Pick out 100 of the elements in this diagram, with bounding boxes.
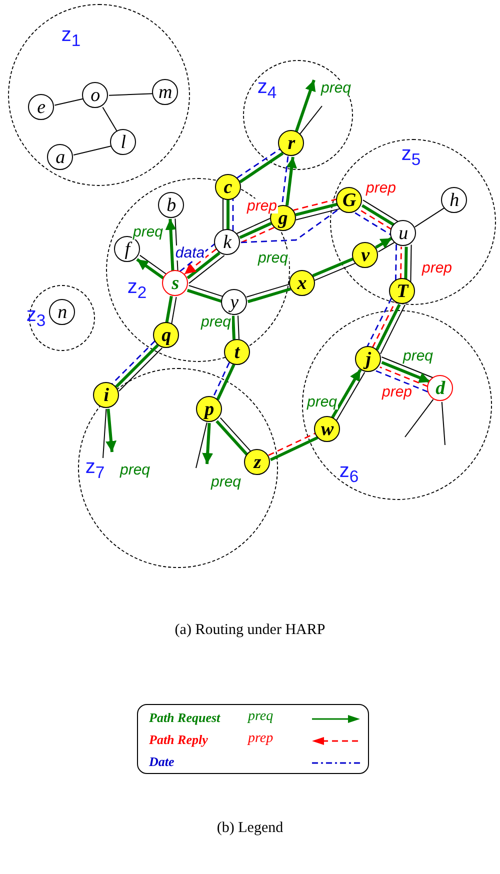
figure-caption: (a) Routing under HARP — [174, 622, 326, 639]
network-node: v — [352, 242, 378, 268]
link-line — [270, 436, 318, 462]
link-line — [232, 316, 236, 340]
dashed-line — [400, 246, 402, 280]
dashed-line — [268, 432, 316, 456]
edge-label: preq — [200, 314, 232, 330]
arrow — [184, 248, 217, 275]
dashed-line — [240, 208, 340, 244]
link-line — [295, 208, 340, 220]
network-node: r — [278, 130, 304, 156]
edge-label: prep — [380, 384, 414, 400]
network-node: n — [49, 299, 76, 326]
link-line — [186, 252, 220, 280]
link-line — [216, 364, 236, 400]
zone-circle — [29, 285, 95, 351]
dashed-line — [376, 370, 429, 393]
zone-label: z$_{6}$ — [339, 461, 359, 488]
arrow — [106, 408, 117, 452]
edge-label: data — [174, 246, 206, 260]
link-line — [336, 372, 366, 421]
link-line — [102, 408, 107, 458]
link-line — [247, 288, 291, 304]
network-node: h — [441, 187, 468, 214]
network-node: d — [427, 375, 454, 402]
network-node: G — [336, 187, 362, 214]
arrow — [202, 422, 214, 464]
link-line — [222, 198, 224, 232]
link-line — [236, 218, 270, 234]
dashed-line — [395, 244, 397, 282]
dashed-line — [293, 198, 338, 211]
network-node: j — [355, 346, 382, 372]
link-line — [165, 296, 173, 324]
link-line — [362, 200, 400, 223]
dashed-line — [212, 362, 230, 398]
arrow — [331, 368, 362, 418]
link-line — [239, 222, 272, 239]
network-node: p — [196, 396, 222, 422]
link-line — [404, 398, 434, 438]
arrow — [136, 258, 165, 280]
link-line — [295, 202, 338, 216]
link-line — [376, 304, 401, 350]
link-line — [239, 152, 284, 184]
network-node: i — [93, 382, 120, 408]
zone-circle — [8, 4, 190, 186]
arrow — [286, 156, 298, 206]
network-node: z — [244, 449, 270, 476]
network-node: q — [153, 322, 180, 348]
link-line — [381, 356, 434, 379]
network-node: a — [47, 144, 74, 170]
network-node: x — [289, 270, 315, 296]
link-line — [414, 208, 445, 228]
link-line — [226, 200, 230, 230]
link-line — [188, 285, 224, 298]
dashed-line — [232, 199, 234, 231]
network-node: o — [82, 82, 108, 108]
dashed-line — [359, 209, 392, 230]
link-line — [108, 93, 154, 96]
network-node: s — [162, 270, 188, 296]
edge-label: prep — [246, 198, 278, 214]
legend-abbreviation: preq — [248, 709, 274, 725]
network-node: k — [214, 229, 240, 256]
arrow — [294, 80, 316, 132]
edge-label: preq — [256, 250, 290, 266]
link-line — [196, 422, 208, 468]
link-line — [54, 98, 84, 106]
network-node: T — [389, 278, 416, 304]
arrow — [381, 361, 431, 384]
link-line — [171, 296, 177, 324]
legend-label: Path Reply — [149, 732, 208, 748]
dashed-line — [366, 298, 392, 348]
link-line — [361, 204, 396, 226]
network-node: m — [152, 79, 178, 106]
link-line — [404, 246, 408, 280]
link-line — [441, 402, 446, 446]
link-line — [102, 106, 118, 132]
link-line — [312, 257, 354, 278]
network-node: w — [314, 416, 340, 442]
legend-abbreviation: prep — [248, 731, 274, 747]
dashed-line — [354, 212, 392, 236]
zone-label: z$_{7}$ — [85, 457, 105, 484]
edge-label: preq — [320, 80, 352, 96]
link-line — [378, 242, 395, 252]
legend-label: Date — [149, 754, 174, 770]
network-node: e — [28, 94, 54, 120]
link-line — [246, 284, 290, 298]
figure-caption: (b) Legend — [216, 820, 284, 837]
dashed-line — [240, 226, 274, 244]
dashed-line — [372, 302, 396, 348]
network-node: l — [110, 129, 136, 156]
network-node: t — [224, 339, 250, 365]
link-line — [186, 288, 223, 303]
link-line — [314, 262, 356, 281]
zone-label: z$_{3}$ — [26, 305, 46, 332]
link-line — [139, 254, 168, 276]
link-line — [410, 244, 412, 282]
network-node: c — [215, 174, 241, 200]
link-line — [300, 106, 322, 134]
zone-label: z$_{2}$ — [127, 277, 147, 304]
link-line — [188, 255, 225, 284]
